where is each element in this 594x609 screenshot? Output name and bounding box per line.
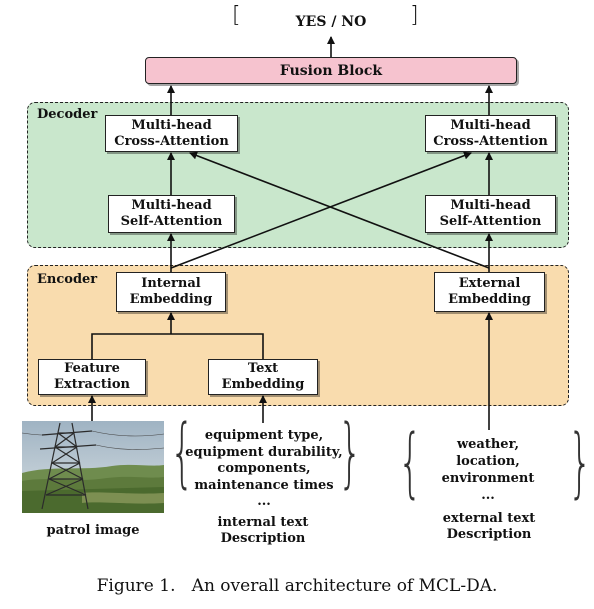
internal-text-label-line2: Description — [220, 531, 306, 546]
internal-embedding-line2: Embedding — [129, 292, 213, 307]
internal-text-left-brace: { — [170, 407, 195, 496]
arrow-external-to-left-cross — [189, 151, 490, 269]
merge-bracket — [91, 333, 264, 359]
internal-text-item: equipment durability, — [185, 444, 343, 460]
text-embedding-line1: Text — [247, 361, 279, 376]
output-left-bracket: [ — [232, 3, 241, 28]
internal-text-item: equipment type, — [204, 428, 324, 443]
arrow-internal-to-right-cross — [170, 151, 472, 269]
internal-text-item: maintenance times — [194, 477, 334, 493]
fusion-block: Fusion Block — [145, 57, 517, 84]
figure-caption: Figure 1. An overall architecture of MCL… — [96, 576, 498, 596]
transmission-tower-photo — [22, 421, 164, 513]
internal-embedding-box: Internal Embedding — [116, 272, 226, 312]
right-self-attention-line2: Self-Attention — [439, 214, 542, 229]
external-text-label: external text Description — [428, 511, 550, 543]
internal-text-label: internal text Description — [200, 515, 326, 547]
internal-text-label-line1: internal text — [217, 515, 309, 530]
external-embedding-box: External Embedding — [434, 272, 545, 312]
right-cross-attention-line2: Cross-Attention — [433, 133, 548, 149]
text-embedding-box: Text Embedding — [208, 359, 318, 395]
output-right-bracket: ] — [410, 3, 419, 28]
left-self-attention-line1: Multi-head — [131, 198, 212, 213]
external-text-label-line2: Description — [446, 527, 532, 542]
patrol-image-label: patrol image — [46, 523, 140, 538]
external-text-item: weather, — [456, 437, 520, 452]
left-cross-attention-line1: Multi-head — [131, 117, 212, 133]
internal-text-right-brace: } — [338, 407, 363, 496]
right-self-attention-box: Multi-head Self-Attention — [425, 195, 556, 233]
right-self-attention-line1: Multi-head — [450, 198, 531, 213]
encoder-label: Encoder — [37, 272, 98, 287]
left-cross-attention-box: Multi-head Cross-Attention — [105, 115, 238, 152]
decoder-label: Decoder — [37, 107, 98, 122]
internal-text-item: components, — [217, 461, 311, 476]
patrol-image — [22, 421, 164, 513]
feature-extraction-box: Feature Extraction — [38, 359, 146, 395]
left-self-attention-box: Multi-head Self-Attention — [108, 195, 235, 233]
external-embedding-line1: External — [458, 276, 521, 291]
right-cross-attention-line1: Multi-head — [450, 117, 531, 133]
output-label: YES / NO — [295, 14, 367, 30]
left-self-attention-line2: Self-Attention — [120, 214, 223, 229]
external-text-left-brace: { — [398, 417, 423, 506]
external-text-list: weather, location, environment ... — [414, 436, 562, 504]
internal-embedding-line1: Internal — [141, 276, 201, 291]
external-text-right-brace: } — [568, 417, 593, 506]
external-embedding-line2: Embedding — [448, 292, 531, 307]
external-text-item: environment — [441, 471, 535, 486]
feature-extraction-line2: Extraction — [54, 377, 130, 392]
left-cross-attention-line2: Cross-Attention — [114, 133, 229, 149]
internal-text-item: ... — [257, 494, 271, 509]
fusion-label: Fusion Block — [279, 62, 383, 79]
text-embedding-line2: Embedding — [221, 377, 305, 392]
external-text-item: ... — [481, 488, 495, 503]
external-text-label-line1: external text — [442, 511, 536, 526]
external-text-item: location, — [456, 454, 520, 469]
internal-text-list: equipment type, equipment durability, co… — [178, 428, 350, 511]
feature-extraction-line1: Feature — [64, 361, 120, 376]
right-cross-attention-box: Multi-head Cross-Attention — [425, 115, 556, 152]
